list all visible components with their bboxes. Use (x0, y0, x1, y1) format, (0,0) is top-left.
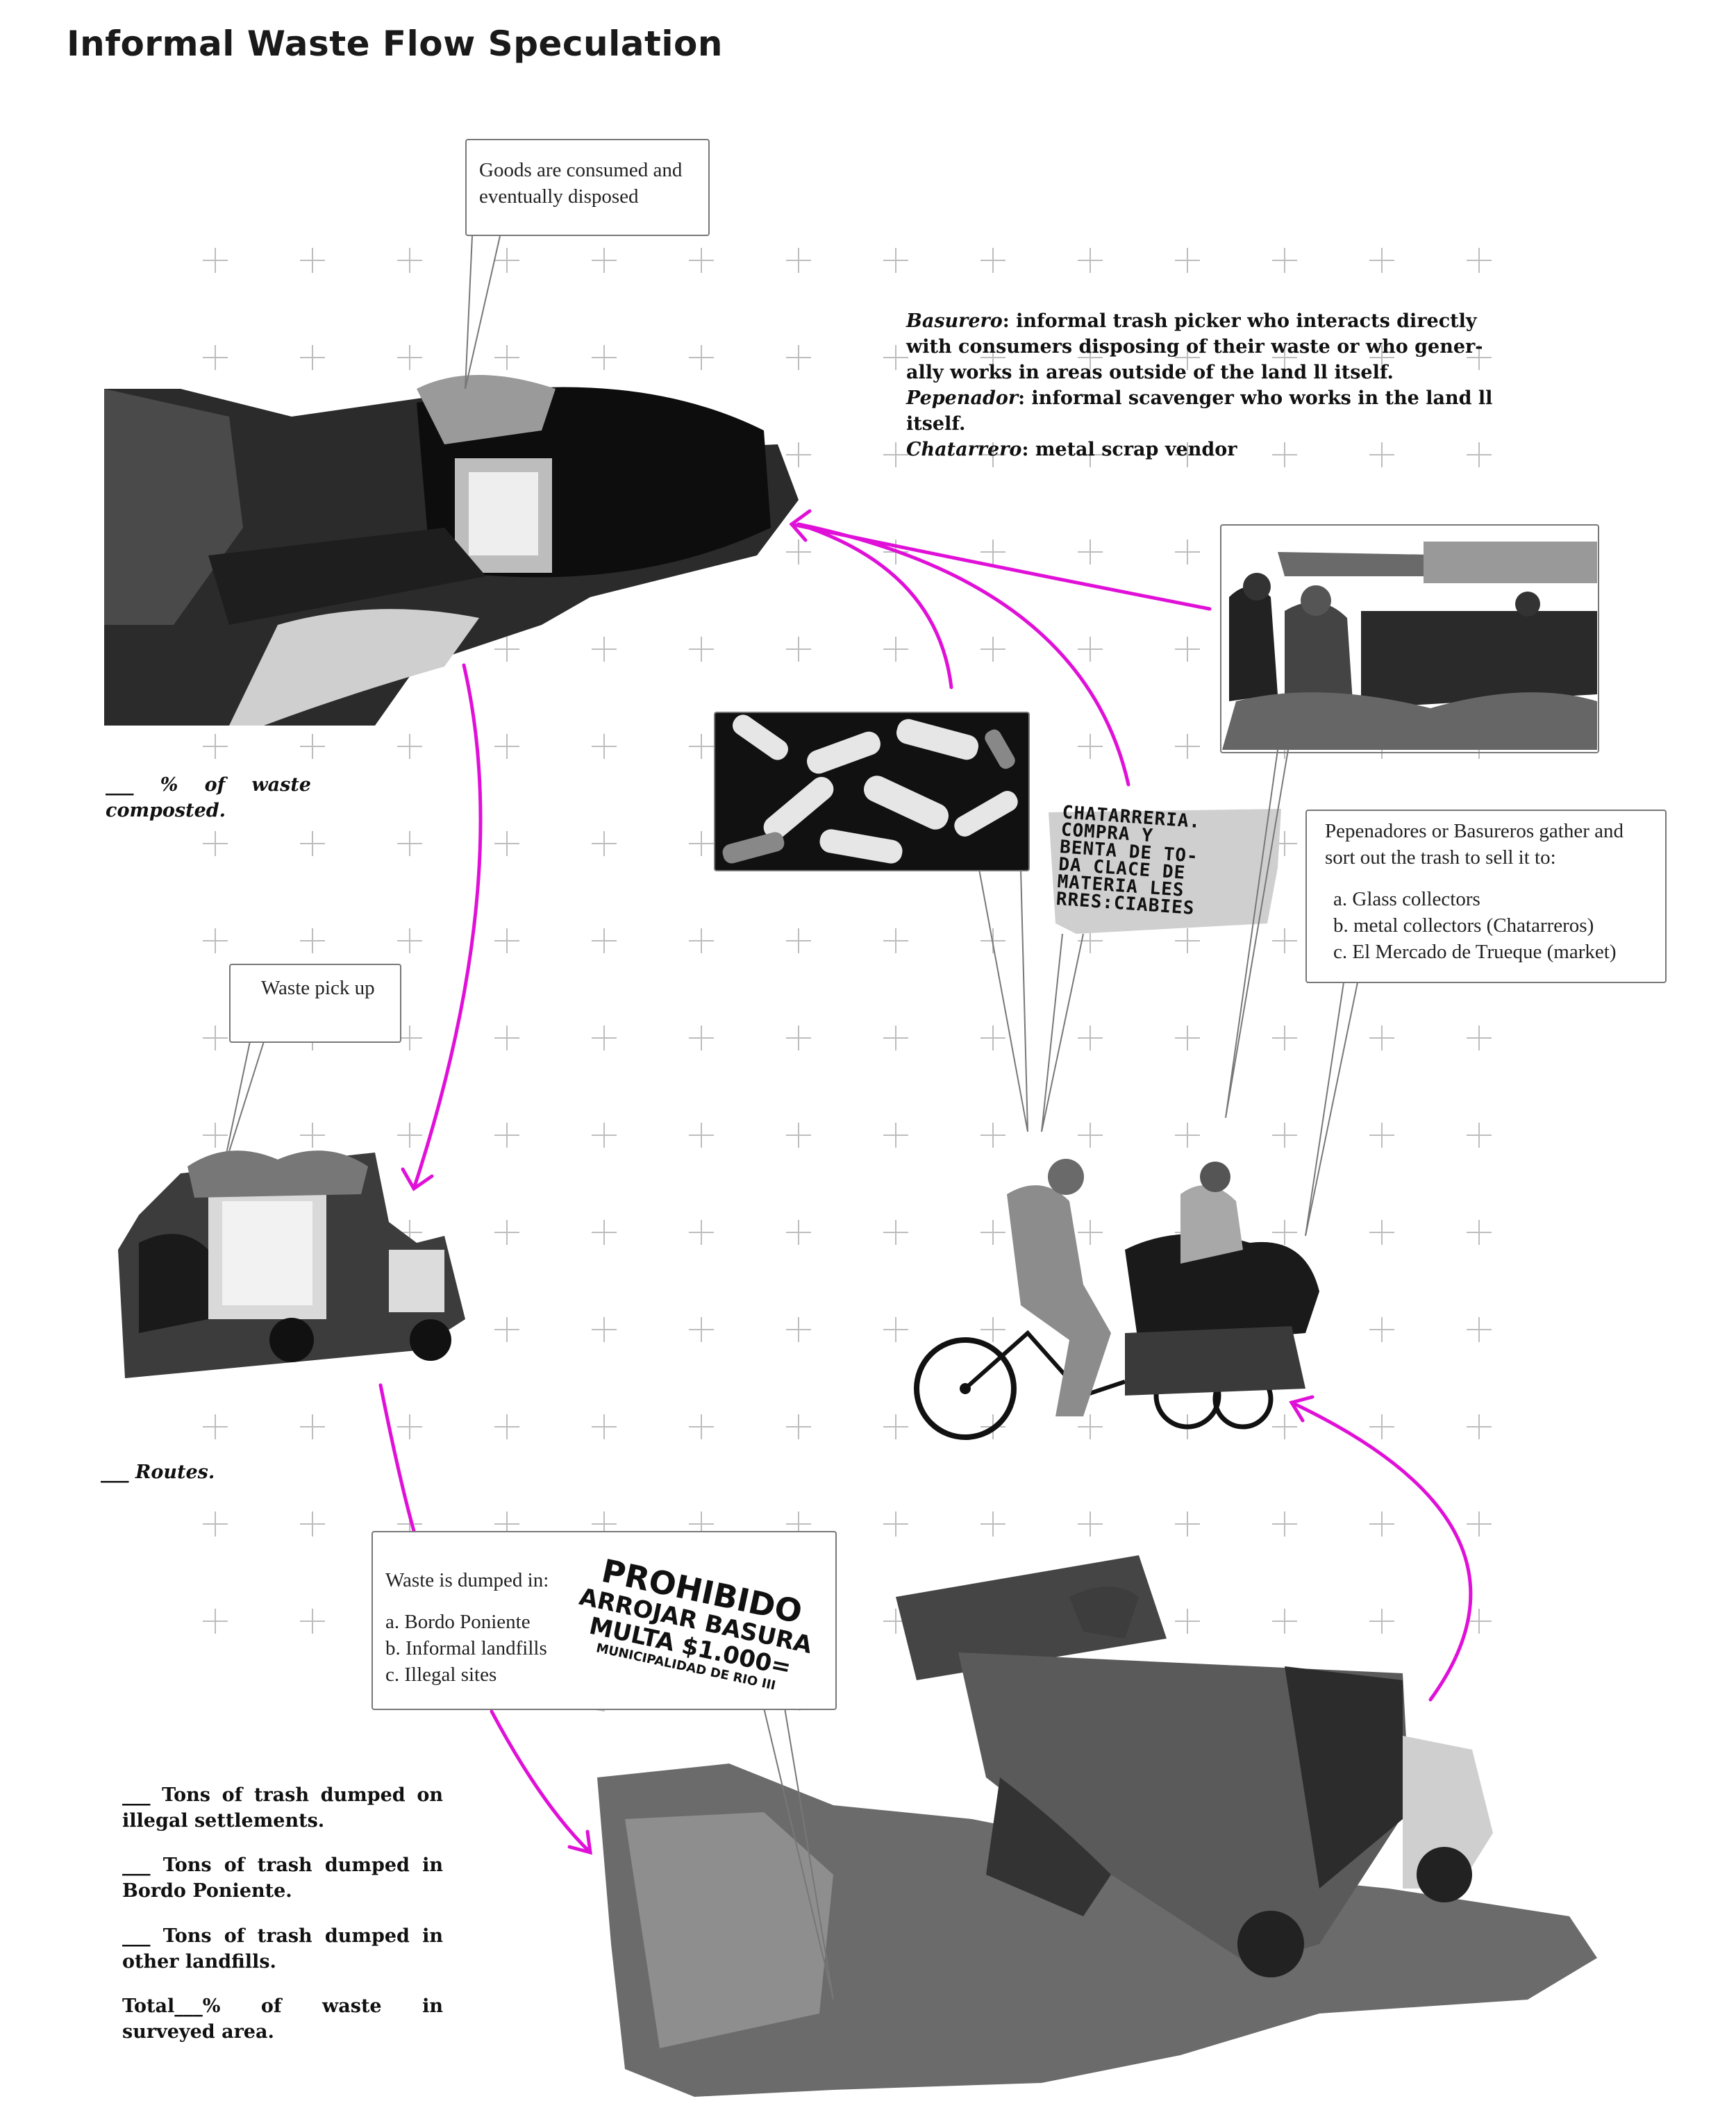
dumped-line-3: b. Informal landfills (385, 1637, 547, 1659)
dumped-line-4: c. Illegal sites (385, 1664, 497, 1686)
tons-other-line-2: other landfills. (122, 1951, 276, 1973)
gather-line-5: c. El Mercado de Trueque (market) (1333, 941, 1617, 963)
tons-illegal-note: ___ Tons of trash dumped on illegal sett… (122, 1782, 443, 1834)
routes-line: ___ Routes. (101, 1462, 215, 1483)
basurero-term: Basurero (906, 310, 1003, 332)
tons-bordo-line-2: Bordo Poniente. (122, 1880, 292, 1902)
bottle-drinking-photo (104, 375, 799, 726)
market-pointer (1225, 749, 1289, 1119)
routes-note: ___ Routes. (101, 1459, 215, 1485)
basurero-text-1: : informal trash picker who interacts di… (1002, 310, 1477, 332)
tons-illegal-line-2: illegal settlements. (122, 1810, 325, 1832)
tons-other-note: ___ Tons of trash dumped in other landfi… (122, 1923, 443, 1975)
gather-pointer (1305, 982, 1358, 1237)
chatarrero-text: : metal scrap vendor (1021, 439, 1237, 460)
callout-dumped: Waste is dumped in: a. Bordo Poniente b.… (372, 1531, 837, 1710)
arrow-landfill-to-tricycle-head (1289, 1395, 1314, 1423)
sign-pointer (1041, 933, 1084, 1132)
composted-note: ___ % of waste composted. (106, 772, 311, 823)
total-line-1: Total___% of waste in (122, 1995, 443, 2017)
arrow-consume-to-pickup-head (401, 1167, 434, 1191)
glass-bottles-frame (714, 712, 1030, 871)
gather-line-4: b. metal collectors (Chatarreros) (1333, 914, 1594, 937)
glass-bottles-image (715, 713, 1028, 870)
chatarreria-sign (1049, 809, 1281, 934)
flow-arrows (378, 509, 1473, 1855)
dumped-pointer (763, 1707, 834, 2000)
callout-consumed: Goods are consumed and eventually dispos… (465, 139, 710, 236)
arrow-sign-to-consume (796, 522, 1130, 787)
tons-bordo-line-1: ___ Tons of trash dumped in (122, 1854, 443, 1876)
arrow-dump-to-landfill-head (567, 1829, 592, 1855)
page-title: Informal Waste Flow Speculation (67, 24, 723, 64)
arrow-market-to-consume-head (789, 509, 812, 542)
bottles-pointer (978, 869, 1028, 1132)
chatarrero-term: Chatarrero (906, 439, 1022, 460)
arrow-consume-to-pickup (412, 663, 483, 1191)
basurero-text-2: with consumers disposing of their waste … (906, 336, 1483, 358)
arrow-dump-to-landfill (490, 1709, 592, 1854)
callout-pickup: Waste pick up (229, 964, 401, 1043)
composted-line-1: ___ % of waste (106, 774, 311, 796)
basurero-text-3: ally works in areas outside of the land … (906, 362, 1394, 383)
dumped-line-1: Waste is dumped in: (385, 1569, 549, 1591)
pickup-line-1: Waste pick up (261, 977, 375, 999)
tons-other-line-1: ___ Tons of trash dumped in (122, 1925, 443, 1947)
market-frame (1220, 524, 1599, 753)
callout-pointers (222, 235, 1358, 2000)
gather-line-1: Pepenadores or Basureros gather and (1325, 820, 1624, 842)
consumed-line-1: Goods are consumed and (479, 159, 683, 181)
gather-line-2: sort out the trash to sell it to: (1325, 846, 1556, 869)
total-note: Total___% of waste in surveyed area. (122, 1993, 443, 2045)
consumed-pointer (465, 235, 501, 390)
market-crowd-photo (1222, 528, 1597, 750)
arrow-landfill-to-tricycle (1290, 1400, 1473, 1702)
arrow-bottles-to-consume (796, 522, 953, 689)
pepenador-term: Pepenador (906, 387, 1019, 409)
cargo-tricycle-pickers-photo (914, 1159, 1319, 1440)
arrow-pickup-to-dump (378, 1383, 416, 1533)
tons-illegal-line-1: ___ Tons of trash dumped on (122, 1784, 443, 1806)
dump-truck-landfill-photo (597, 1555, 1597, 2097)
dumped-line-2: a. Bordo Poniente (385, 1611, 531, 1633)
pepenador-text-2: itself. (906, 413, 966, 435)
total-line-2: surveyed area. (122, 2021, 274, 2043)
definitions-block: Basurero: informal trash picker who inte… (906, 308, 1531, 462)
pepenador-text-1: : informal scavenger who works in the la… (1018, 387, 1493, 409)
pickup-pointer (222, 1041, 265, 1174)
garbage-truck-photo (118, 1150, 465, 1378)
tons-bordo-note: ___ Tons of trash dumped in Bordo Ponien… (122, 1852, 443, 1904)
chatarreria-sign-text: CHATARRERIA. COMPRA Y BENTA DE TO- DA CL… (1055, 802, 1201, 919)
composted-line-2: composted. (106, 800, 226, 821)
callout-gather: Pepenadores or Basureros gather and sort… (1305, 810, 1667, 983)
consumed-line-2: eventually disposed (479, 185, 639, 208)
gather-line-3: a. Glass collectors (1333, 888, 1480, 910)
